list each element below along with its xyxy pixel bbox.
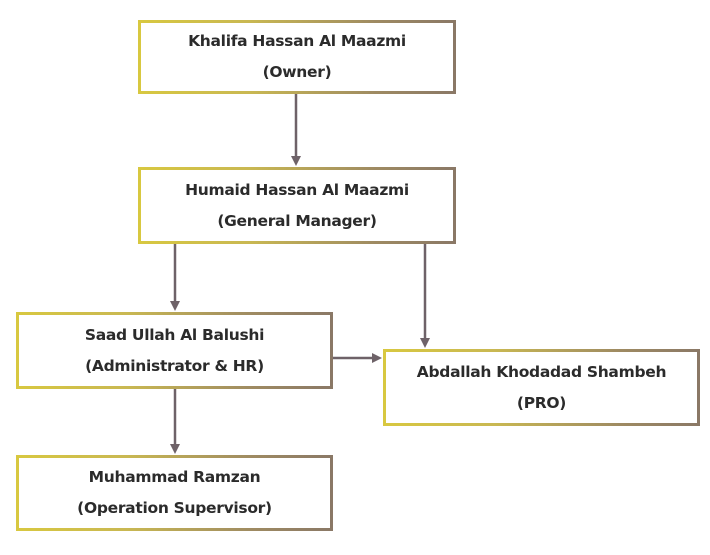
node-role: (General Manager) (217, 211, 377, 230)
node-role: (PRO) (516, 393, 567, 412)
node-name: Khalifa Hassan Al Maazmi (188, 32, 406, 50)
node-operation-supervisor: Muhammad Ramzan (Operation Supervisor) (16, 455, 333, 531)
node-owner: Khalifa Hassan Al Maazmi (Owner) (138, 20, 456, 94)
node-name: Saad Ullah Al Balushi (84, 325, 265, 344)
node-role: (Operation Supervisor) (77, 499, 272, 517)
node-administrator-hr: Saad Ullah Al Balushi (Administrator & H… (16, 312, 333, 389)
node-pro: Abdallah Khodadad Shambeh (PRO) (383, 349, 700, 426)
node-general-manager: Humaid Hassan Al Maazmi (General Manager… (138, 167, 456, 244)
node-name: Abdallah Khodadad Shambeh (416, 362, 667, 381)
node-name: Humaid Hassan Al Maazmi (185, 180, 409, 199)
node-role: (Administrator & HR) (85, 356, 264, 375)
node-name: Muhammad Ramzan (88, 468, 261, 486)
node-role: (Owner) (262, 63, 332, 81)
